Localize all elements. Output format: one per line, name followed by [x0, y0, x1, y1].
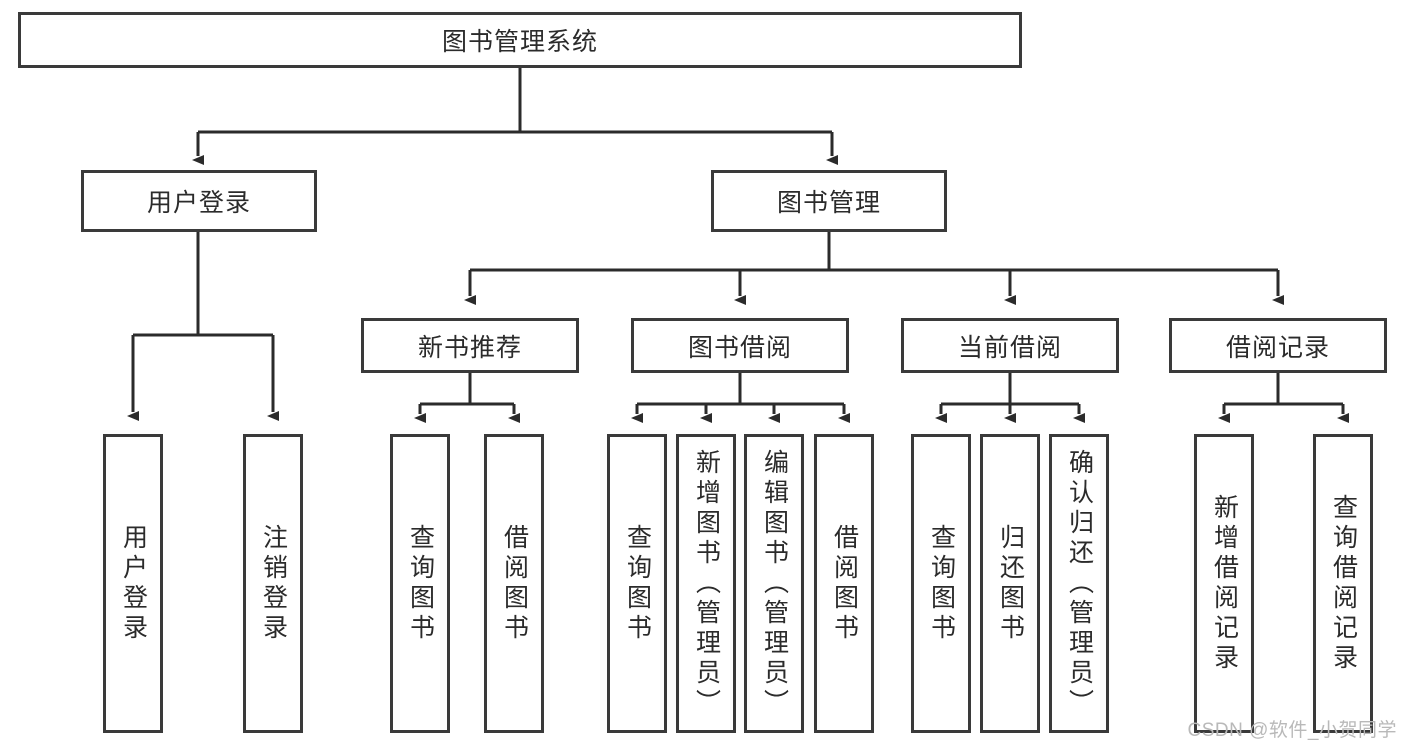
node-new-book-rec[interactable]: 新书推荐	[361, 318, 579, 373]
node-leaf-confirm-return[interactable]: 确认归还（管理员）	[1049, 434, 1109, 733]
node-leaf-edit-book-label: 编辑图书（管理员）	[760, 448, 789, 719]
node-user-login[interactable]: 用户登录	[81, 170, 317, 232]
node-leaf-logout-label: 注销登录	[259, 523, 288, 644]
node-book-borrow-label: 图书借阅	[687, 333, 792, 362]
node-leaf-borrow-book-1-label: 借阅图书	[500, 523, 529, 644]
node-leaf-query-book-2[interactable]: 查询图书	[607, 434, 667, 733]
node-leaf-user-login-label: 用户登录	[119, 523, 148, 644]
node-leaf-return-book[interactable]: 归还图书	[980, 434, 1040, 733]
node-leaf-query-book-3-label: 查询图书	[927, 523, 956, 644]
node-leaf-borrow-book-1[interactable]: 借阅图书	[484, 434, 544, 733]
node-book-manage-label: 图书管理	[776, 189, 881, 217]
node-leaf-query-book-2-label: 查询图书	[623, 523, 652, 644]
node-leaf-add-record-label: 新增借阅记录	[1210, 493, 1239, 674]
watermark: CSDN @软件_小贺同学	[1187, 720, 1397, 741]
node-leaf-borrow-book-2[interactable]: 借阅图书	[814, 434, 874, 733]
node-book-borrow[interactable]: 图书借阅	[631, 318, 849, 373]
node-book-manage[interactable]: 图书管理	[711, 170, 947, 232]
node-leaf-add-book[interactable]: 新增图书（管理员）	[676, 434, 736, 733]
node-current-borrow-label: 当前借阅	[957, 333, 1062, 362]
node-leaf-user-login[interactable]: 用户登录	[103, 434, 163, 733]
node-leaf-add-record[interactable]: 新增借阅记录	[1194, 434, 1254, 733]
node-root-label: 图书管理系统	[441, 28, 598, 56]
node-current-borrow[interactable]: 当前借阅	[901, 318, 1119, 373]
node-user-login-label: 用户登录	[146, 189, 251, 217]
node-leaf-query-book-1[interactable]: 查询图书	[390, 434, 450, 733]
node-leaf-edit-book[interactable]: 编辑图书（管理员）	[744, 434, 804, 733]
node-borrow-record[interactable]: 借阅记录	[1169, 318, 1387, 373]
node-leaf-query-book-1-label: 查询图书	[406, 523, 435, 644]
node-borrow-record-label: 借阅记录	[1225, 333, 1330, 362]
node-leaf-query-book-3[interactable]: 查询图书	[911, 434, 971, 733]
node-root[interactable]: 图书管理系统	[18, 12, 1022, 68]
node-leaf-return-book-label: 归还图书	[996, 523, 1025, 644]
node-new-book-rec-label: 新书推荐	[417, 333, 522, 362]
node-leaf-query-record-label: 查询借阅记录	[1329, 493, 1358, 674]
node-leaf-confirm-return-label: 确认归还（管理员）	[1065, 448, 1094, 719]
node-leaf-logout[interactable]: 注销登录	[243, 434, 303, 733]
node-leaf-add-book-label: 新增图书（管理员）	[692, 448, 721, 719]
node-leaf-query-record[interactable]: 查询借阅记录	[1313, 434, 1373, 733]
node-leaf-borrow-book-2-label: 借阅图书	[830, 523, 859, 644]
